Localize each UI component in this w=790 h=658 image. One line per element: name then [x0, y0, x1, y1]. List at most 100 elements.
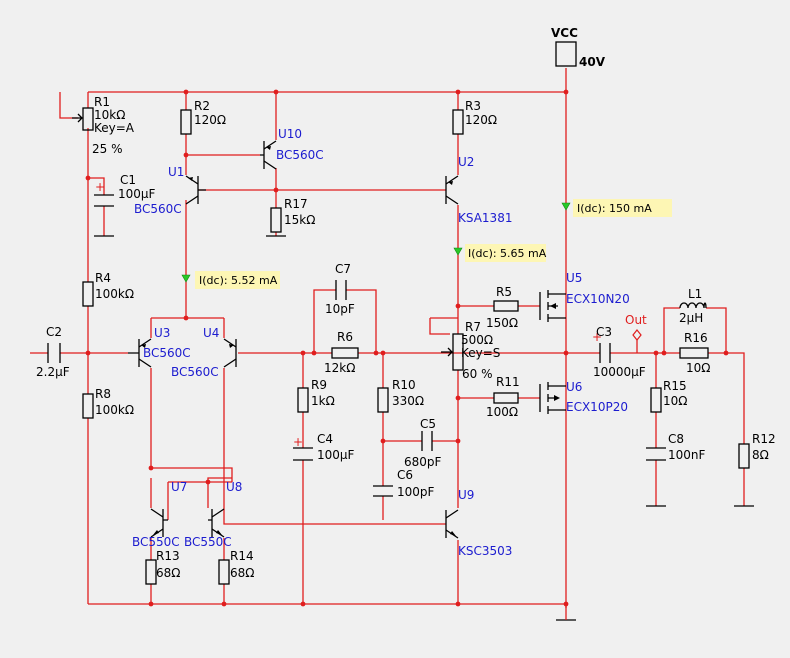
capacitor-c4: +: [293, 435, 313, 461]
components-10-ref-label: R11: [496, 375, 520, 389]
transistors-8-part-label: KSC3503: [458, 544, 512, 558]
components-11-value-label: 8Ω: [752, 448, 769, 462]
component-labels: R1 10kΩ Key=A 25 % R2 120Ω R3 120Ω R4 10…: [36, 95, 776, 580]
components-4-value-label: 150Ω: [486, 316, 518, 330]
resistor-r5: [493, 300, 519, 312]
current-probe-u2[interactable]: I(dc): 5.65 mA: [453, 244, 547, 262]
resistor-r17: [270, 207, 282, 233]
transistor-u10: [260, 140, 277, 170]
components-25-value-label: 2µH: [679, 311, 703, 325]
vcc-source: VCC 40V: [551, 26, 606, 69]
components-5-ref-label: R6: [337, 330, 353, 344]
transistors-7-part-label: BC550C: [184, 535, 232, 549]
output-node[interactable]: Out: [625, 313, 647, 341]
inductor-l1: [679, 302, 707, 309]
components-7-value-label: 100kΩ: [95, 403, 134, 417]
components-1-value-label: 120Ω: [194, 113, 226, 127]
transistors-6-ref-label: U7: [171, 480, 187, 494]
resistor-r4: [82, 281, 94, 307]
components-0-ref-label: R1: [94, 95, 110, 109]
components-12-value-label: 68Ω: [156, 566, 180, 580]
transistors-4-part-label: ECX10N20: [566, 292, 630, 306]
transistors-2-part-label: BC560C: [143, 346, 191, 360]
resistor-r9: [297, 387, 309, 413]
transistors-0-part-label: BC560C: [134, 202, 182, 216]
components-2-ref-label: R3: [465, 99, 481, 113]
resistor-r1: [82, 107, 94, 131]
current-probe-u5[interactable]: I(dc): 150 mA: [561, 199, 672, 217]
transistor-u4: [223, 338, 237, 368]
components-21-ref-label: C5: [420, 417, 436, 431]
transistors-3-part-label: BC560C: [171, 365, 219, 379]
components-19-value-label: 10000µF: [593, 365, 646, 379]
components-11-ref-label: R12: [752, 432, 776, 446]
components-17-value-label: 100µF: [118, 187, 156, 201]
transistors: [128, 140, 566, 539]
current-probe-u1[interactable]: I(dc): 5.52 mA: [181, 271, 280, 289]
transistors-5-part-label: ECX10P20: [566, 400, 628, 414]
components-20-ref-label: C4: [317, 432, 333, 446]
components-9-ref-label: R10: [392, 378, 416, 392]
components-25-ref-label: L1: [688, 287, 702, 301]
transistor-u3: [128, 338, 152, 368]
components-6-setting-label: 60 %: [462, 367, 493, 381]
wires: [30, 68, 745, 608]
probes-2-label-label: I(dc): 5.52 mA: [199, 274, 278, 287]
output-label: Out: [625, 313, 647, 327]
transistors-7-ref-label: U8: [226, 480, 242, 494]
components-20-value-label: 100µF: [317, 448, 355, 462]
components-4-ref-label: R5: [496, 285, 512, 299]
capacitor-c1: +: [94, 180, 114, 207]
resistors: [72, 107, 750, 585]
transistors-9-ref-label: U10: [278, 127, 302, 141]
components-3-value-label: 100kΩ: [95, 287, 134, 301]
components-22-ref-label: C6: [397, 468, 413, 482]
resistor-r3: [452, 109, 464, 135]
components-9-value-label: 330Ω: [392, 394, 424, 408]
capacitor-c8: [646, 447, 666, 461]
components-8-ref-label: R9: [311, 378, 327, 392]
components-24-value-label: 100nF: [668, 448, 706, 462]
resistor-r16: [679, 347, 709, 359]
transistor-u2: [445, 175, 459, 205]
capacitor-c7: [335, 280, 347, 300]
components-0-extra-label: Key=A: [94, 121, 135, 135]
transistors-5-ref-label: U6: [566, 380, 582, 394]
resistor-r14: [218, 559, 230, 585]
components-1-ref-label: R2: [194, 99, 210, 113]
resistor-r7: [452, 333, 464, 371]
svg-text:+: +: [293, 435, 303, 449]
capacitor-c2: [47, 343, 61, 363]
junctions: [85, 89, 729, 607]
components-0-value-label: 10kΩ: [94, 108, 125, 122]
components-13-value-label: 68Ω: [230, 566, 254, 580]
probes-0-label-label: I(dc): 150 mA: [577, 202, 652, 215]
capacitors: + + +: [47, 180, 666, 497]
resistor-r13: [145, 559, 157, 585]
components-7-ref-label: R8: [95, 387, 111, 401]
components-6-value-label: 500Ω: [461, 333, 493, 347]
transistors-3-ref-label: U4: [203, 326, 219, 340]
components-2-value-label: 120Ω: [465, 113, 497, 127]
capacitor-c5: [421, 431, 433, 451]
components-23-value-label: 10pF: [325, 302, 355, 316]
components-17-ref-label: C1: [120, 173, 136, 187]
components-24-ref-label: C8: [668, 432, 684, 446]
components-22-value-label: 100pF: [397, 485, 435, 499]
transistor-u1: [185, 175, 206, 205]
mosfet-u6: [539, 382, 566, 414]
components-14-ref-label: R15: [663, 379, 687, 393]
transistor-u8: [208, 508, 225, 538]
components-10-value-label: 100Ω: [486, 405, 518, 419]
components-18-value-label: 2.2µF: [36, 365, 70, 379]
components-23-ref-label: C7: [335, 262, 351, 276]
components-6-extra-label: Key=S: [461, 346, 500, 360]
components-8-value-label: 1kΩ: [311, 394, 335, 408]
components-21-value-label: 680pF: [404, 455, 442, 469]
vcc-label: VCC: [551, 26, 578, 40]
transistors-0-ref-label: U1: [168, 165, 184, 179]
resistor-r10: [377, 387, 389, 413]
components-16-value-label: 15kΩ: [284, 213, 315, 227]
transistors-4-ref-label: U5: [566, 271, 582, 285]
